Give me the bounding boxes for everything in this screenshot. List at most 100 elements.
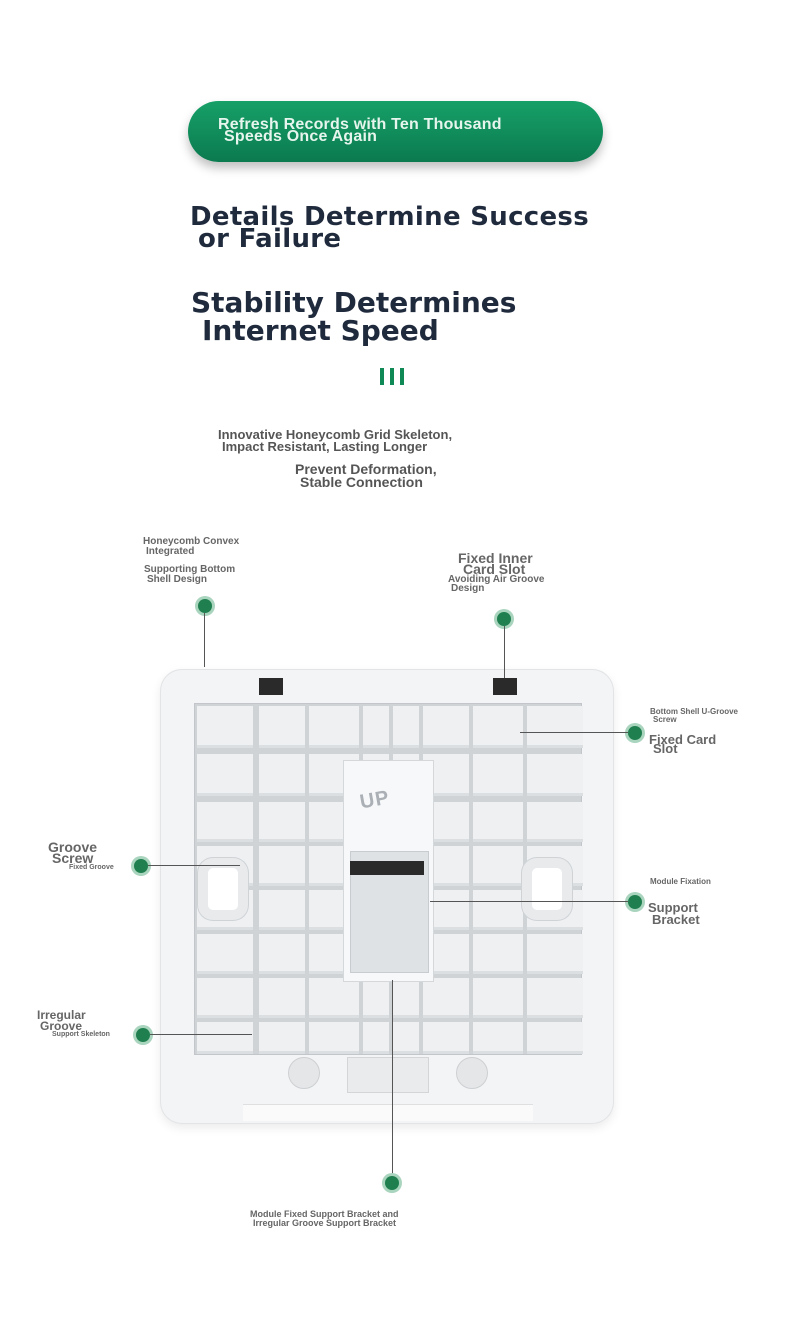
label-modfix-line-3: Bracket bbox=[652, 912, 700, 927]
feature-honeycomb-line-2: Impact Resistant, Lasting Longer bbox=[222, 439, 428, 454]
headline-details-line-2: or Failure bbox=[198, 224, 342, 254]
feature-honeycomb: Innovative Honeycomb Grid Skeleton, Impa… bbox=[218, 427, 453, 454]
label-ugroove-line-1: Bottom Shell U-Groove bbox=[650, 707, 739, 716]
top-slot-left bbox=[259, 678, 283, 695]
label-groove-line-3: Fixed Groove bbox=[69, 864, 114, 871]
label-modfix-line-1: Module Fixation bbox=[650, 877, 711, 886]
grid-cell bbox=[473, 934, 523, 974]
grid-cell bbox=[473, 890, 523, 930]
label-irregular-line-2: Groove bbox=[40, 1019, 83, 1033]
grid-cell bbox=[309, 1022, 359, 1054]
grid-cell bbox=[259, 846, 305, 886]
grid-cell bbox=[423, 978, 469, 1018]
grid-cell bbox=[363, 1022, 389, 1054]
screw-hole-right-icon bbox=[456, 1057, 488, 1089]
grid-cell bbox=[259, 1022, 305, 1054]
headline-details: Details Determine Success or Failure bbox=[190, 204, 589, 254]
grid-cell bbox=[473, 978, 523, 1018]
label-bottom-line-1: Module Fixed Support Bracket and bbox=[250, 1209, 399, 1219]
module-up-label: UP bbox=[358, 786, 392, 814]
grid-cell bbox=[363, 706, 389, 748]
label-inner-line-1: Fixed Inner bbox=[458, 550, 533, 566]
feature-deformation-line-1: Prevent Deformation, bbox=[295, 461, 437, 477]
label-irregular-line-1: Irregular bbox=[37, 1008, 86, 1022]
banner-line-2: Speeds Once Again bbox=[224, 128, 378, 145]
callout-dot-irregular bbox=[136, 1028, 150, 1042]
groove-screw-left bbox=[198, 858, 248, 920]
module-bracket: UP bbox=[343, 760, 434, 982]
grid-cell bbox=[259, 934, 305, 974]
label-module-fixed-support: Module Fixed Support Bracket and Irregul… bbox=[250, 1210, 399, 1228]
groove-screw-right bbox=[522, 858, 572, 920]
label-fixed-card-slot: Fixed Card Slot bbox=[649, 733, 716, 756]
label-bottom-shell-ugroove: Bottom Shell U-Groove Screw bbox=[650, 708, 738, 724]
grid-cell bbox=[473, 706, 523, 748]
grid-cell bbox=[393, 1022, 419, 1054]
top-slot-right bbox=[493, 678, 517, 695]
bottom-lip bbox=[243, 1104, 533, 1121]
label-module-fixation: Module Fixation bbox=[650, 878, 711, 886]
grid-cell bbox=[259, 706, 305, 748]
divider-bars-icon bbox=[380, 368, 410, 390]
label-modfix-line-2: Support bbox=[648, 900, 698, 915]
grid-cell bbox=[197, 1022, 253, 1054]
callout-dot-bottom bbox=[385, 1176, 399, 1190]
grid-cell bbox=[527, 1022, 583, 1054]
callout-line-honeycomb bbox=[204, 613, 205, 667]
callout-dot-honeycomb bbox=[198, 599, 212, 613]
grid-cell bbox=[527, 934, 583, 974]
callout-line-bottom bbox=[392, 980, 393, 1176]
grid-cell bbox=[259, 754, 305, 796]
grid-cell bbox=[197, 754, 253, 796]
label-honeycomb-line-1: Honeycomb Convex bbox=[143, 536, 240, 547]
grid-cell bbox=[259, 978, 305, 1018]
grid-cell bbox=[259, 890, 305, 930]
screw-hole-left-icon bbox=[288, 1057, 320, 1089]
label-ugroove-line-2: Screw bbox=[653, 715, 677, 724]
grid-cell bbox=[473, 802, 523, 842]
speed-banner bbox=[188, 101, 603, 162]
grid-cell bbox=[473, 754, 523, 796]
feature-honeycomb-line-1: Innovative Honeycomb Grid Skeleton, bbox=[218, 427, 453, 442]
callout-line-module bbox=[430, 901, 628, 902]
label-honeycomb-line-4: Shell Design bbox=[147, 574, 208, 585]
grid-cell bbox=[393, 978, 419, 1018]
grid-cell bbox=[197, 802, 253, 842]
grid-cell bbox=[197, 706, 253, 748]
grid-cell bbox=[423, 1022, 469, 1054]
banner-line-1: Refresh Records with Ten Thousand bbox=[218, 116, 502, 133]
grid-cell bbox=[309, 706, 359, 748]
label-groove-screw: Groove Screw Fixed Groove bbox=[48, 839, 114, 872]
grid-cell bbox=[527, 802, 583, 842]
callout-line-inner-slot bbox=[504, 626, 505, 678]
grid-cell bbox=[259, 802, 305, 842]
label-honeycomb-line-3: Supporting Bottom bbox=[144, 564, 236, 575]
callout-line-fixed-card bbox=[520, 732, 628, 733]
label-support-bracket: Support Bracket bbox=[648, 900, 700, 927]
label-honeycomb-line-2: Integrated bbox=[146, 546, 195, 557]
headline-stability-line-2: Internet Speed bbox=[202, 314, 439, 347]
callout-dot-inner-slot bbox=[497, 612, 511, 626]
module-slot bbox=[350, 861, 424, 875]
feature-deformation: Prevent Deformation, Stable Connection bbox=[295, 461, 437, 490]
label-irregular-groove: Irregular Groove Support Skeleton bbox=[37, 1008, 110, 1038]
grid-cell bbox=[393, 706, 419, 748]
grid-cell bbox=[473, 846, 523, 886]
headline-stability: Stability Determines Internet Speed bbox=[191, 289, 516, 345]
grid-cell bbox=[527, 754, 583, 796]
banner-text: Refresh Records with Ten Thousand Speeds… bbox=[218, 116, 588, 145]
feature-deformation-line-2: Stable Connection bbox=[300, 474, 423, 490]
label-groove-line-1: Groove bbox=[48, 839, 98, 855]
grid-cell bbox=[309, 978, 359, 1018]
grid-cell bbox=[473, 1022, 523, 1054]
label-irregular-line-3: Support Skeleton bbox=[52, 1031, 110, 1038]
label-fixedcard-line-2: Slot bbox=[653, 741, 678, 756]
headline-stability-line-1: Stability Determines bbox=[191, 286, 517, 319]
label-groove-line-2: Screw bbox=[52, 850, 94, 866]
callout-line-groove bbox=[148, 865, 240, 866]
grid-cell bbox=[197, 934, 253, 974]
grid-cell bbox=[527, 978, 583, 1018]
grid-cell bbox=[423, 706, 469, 748]
callout-dot-module bbox=[628, 895, 642, 909]
grid-cell bbox=[197, 978, 253, 1018]
